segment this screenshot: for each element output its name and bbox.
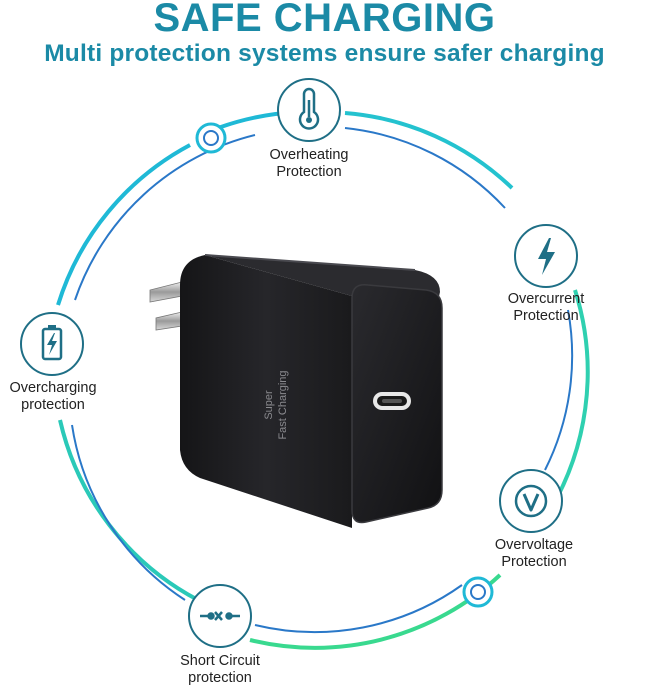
feature-title: Overcurrent (507, 291, 585, 307)
short-circuit-icon (200, 611, 240, 621)
feature-title: Short Circuit (180, 653, 260, 669)
charger-label-super: Super (263, 390, 275, 420)
battery-charging-icon (41, 325, 63, 361)
charger-label-fast-charging: Fast Charging (277, 370, 289, 439)
feature-label-short-circuit: Short Circuit protection (160, 653, 280, 687)
feature-title: Overvoltage (494, 537, 574, 553)
feature-label-overcurrent: Overcurrent Protection (490, 291, 602, 325)
feature-label-overvoltage: Overvoltage Protection (478, 537, 590, 571)
feature-label-overcharging: Overcharging protection (0, 380, 106, 414)
overvoltage-badge (499, 469, 563, 533)
lightning-bolt-icon (538, 238, 555, 275)
overcharging-badge (20, 312, 84, 376)
feature-title: Overcharging (9, 380, 97, 396)
charger-prongs (149, 281, 183, 331)
charger-image: Super Fast Charging (149, 254, 443, 528)
overcurrent-badge (514, 224, 578, 288)
thermometer-icon (298, 87, 320, 130)
accent-circle-top-left (195, 122, 227, 154)
overheating-badge (277, 78, 341, 142)
inner-ring (71, 127, 574, 634)
page-title: SAFE CHARGING (153, 0, 496, 40)
page-subtitle: Multi protection systems ensure safer ch… (44, 40, 605, 67)
usb-c-port (373, 392, 411, 410)
short-circuit-badge (188, 584, 252, 648)
voltage-v-icon (514, 484, 548, 518)
feature-subtitle: Protection (276, 164, 342, 180)
accent-circle-bottom-right (462, 576, 494, 608)
feature-title: Overheating (269, 147, 349, 163)
feature-subtitle: Protection (501, 554, 567, 570)
feature-subtitle: protection (188, 670, 252, 686)
feature-label-overheating: Overheating Protection (255, 147, 363, 181)
feature-subtitle: protection (21, 397, 85, 413)
feature-subtitle: Protection (513, 308, 579, 324)
